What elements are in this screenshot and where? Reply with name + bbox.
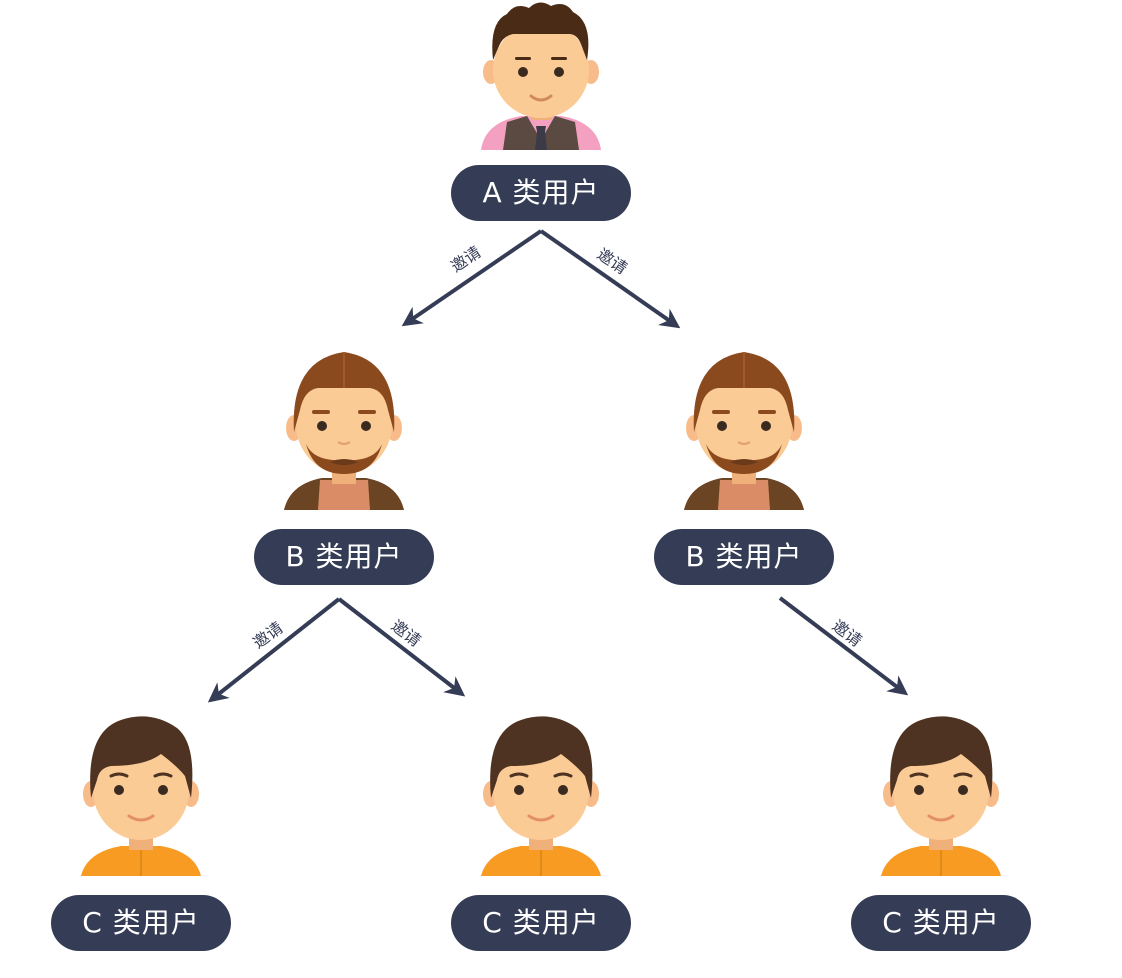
node-b1: B 类用户 (254, 350, 434, 586)
node-c1-label: C 类用户 (51, 895, 231, 951)
node-b2-label: B 类用户 (654, 529, 834, 585)
node-c2: C 类用户 (451, 714, 631, 952)
user-c-avatar-icon (481, 716, 601, 876)
node-b1-label: B 类用户 (254, 529, 434, 585)
node-c3: C 类用户 (851, 714, 1031, 952)
node-b2: B 类用户 (654, 350, 834, 586)
node-c1: C 类用户 (51, 714, 231, 952)
edge-b2-c3-arrow (778, 596, 909, 696)
edge-a-b1-arrow (401, 229, 543, 327)
edge-b1-c2-arrow (337, 597, 466, 697)
user-b-avatar-icon (284, 352, 404, 510)
user-b-avatar-icon (684, 352, 804, 510)
user-a-avatar-icon (481, 2, 601, 150)
node-a-label: A 类用户 (451, 165, 631, 221)
node-c2-label: C 类用户 (451, 895, 631, 951)
user-c-avatar-icon (81, 716, 201, 876)
edge-a-b2-arrow (539, 229, 681, 329)
node-c3-label: C 类用户 (851, 895, 1031, 951)
edge-b1-c1-arrow (207, 597, 341, 703)
user-c-avatar-icon (881, 716, 1001, 876)
node-a: A 类用户 (451, 0, 631, 222)
